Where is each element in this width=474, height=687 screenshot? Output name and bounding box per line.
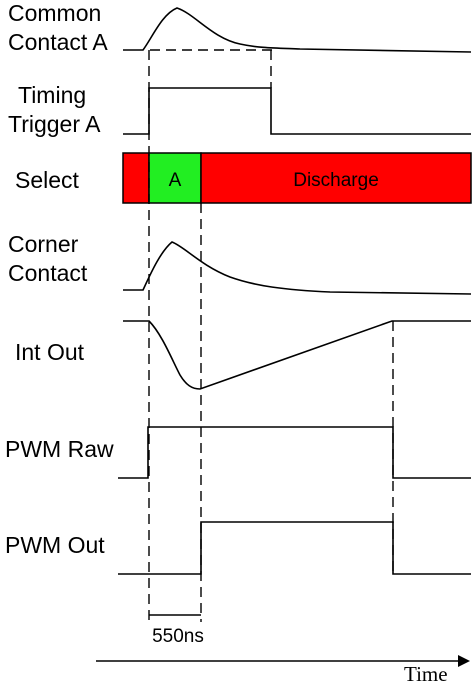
duration-label: 550ns [152,626,204,647]
timing-trigger-label-line1: Timing [18,82,86,108]
select-phase-discharge [200,152,472,204]
pwm-raw-label: PWM Raw [5,436,114,462]
pwm-out-waveform [118,521,471,575]
corner-contact-label-line1: Corner [8,231,79,257]
int-out-waveform [123,320,471,390]
time-axis-arrowhead [458,655,470,667]
select-phase-a [148,152,202,204]
select-phase-a-label: A [169,170,182,191]
common-contact-label-line2: Contact A [8,29,108,55]
select-label: Select [15,167,80,193]
select-idle-segment [122,152,150,204]
corner-contact-label-line2: Contact [8,260,88,286]
common-contact-label-line1: Common [8,0,101,26]
corner-contact-waveform [123,241,472,295]
common-contact-waveform [123,7,472,53]
timing-trigger-label-line2: Trigger A [8,111,101,137]
int-out-label: Int Out [15,339,85,365]
timing-trigger-waveform [123,87,471,135]
pwm-out-label: PWM Out [5,532,105,558]
select-phase-discharge-label: Discharge [293,170,379,191]
pwm-raw-waveform [118,426,471,479]
time-axis-label: Time [404,662,448,686]
